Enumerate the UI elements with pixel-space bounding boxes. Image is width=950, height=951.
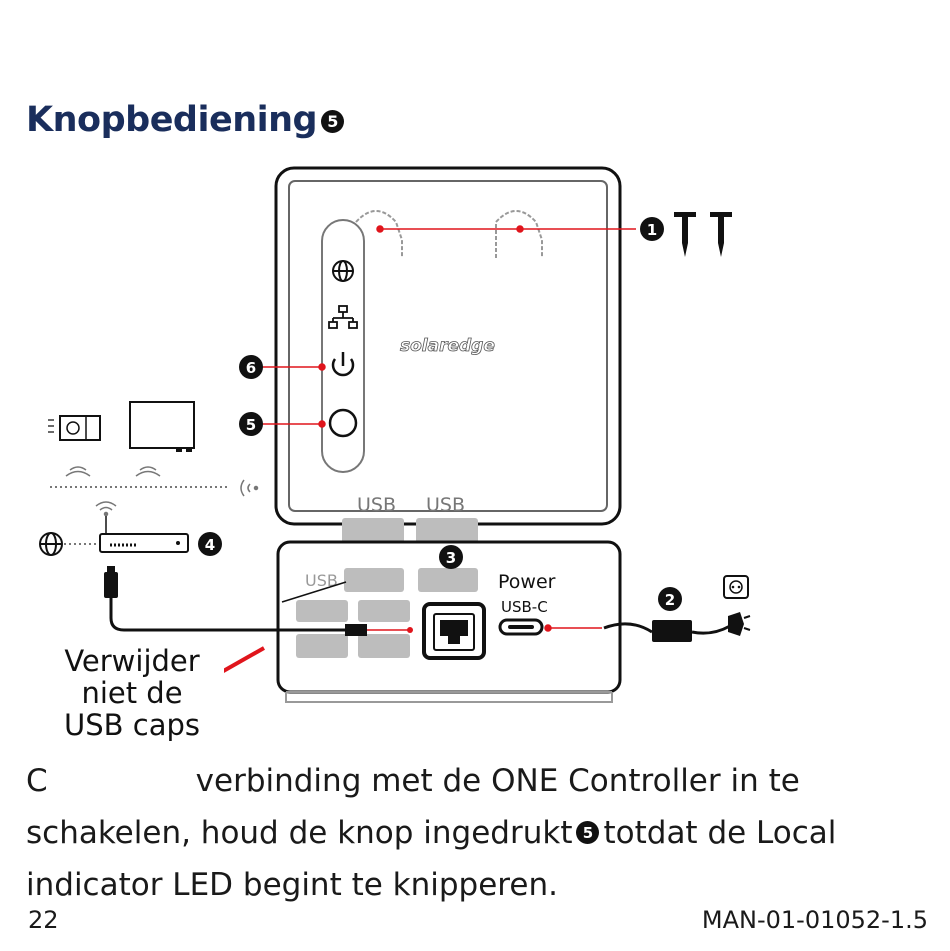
callout-4	[198, 532, 222, 556]
body-part-5: indicator LED begint te knipperen.	[26, 867, 558, 903]
callout-5	[239, 412, 263, 436]
inverter-icon	[129, 401, 195, 452]
usb-cap-bottom-2	[418, 568, 478, 592]
svg-text:6: 6	[246, 359, 256, 377]
usbc-label: USB-C	[501, 598, 548, 616]
svg-text:2: 2	[665, 591, 675, 609]
power-cable	[603, 622, 653, 634]
callout-2	[658, 587, 682, 611]
screw-icon	[674, 212, 732, 257]
usb-caps-note: Verwijder niet de USB caps	[40, 645, 224, 741]
brand-logo: solaredge	[400, 336, 495, 356]
body-part-4: totdat de Local	[603, 815, 837, 851]
internet-globe-icon	[39, 532, 63, 556]
network-icon	[328, 305, 358, 329]
globe-icon	[332, 260, 354, 282]
svg-text:4: 4	[205, 536, 215, 554]
device-diagram: solaredge USB USB USB Power USB-C	[39, 166, 751, 703]
wireless-signal-icons	[65, 466, 259, 497]
usb-bottom-label: USB	[305, 571, 338, 590]
svg-text:1: 1	[647, 221, 657, 239]
body-part-1: C	[26, 763, 48, 799]
mounting-hooks	[355, 210, 543, 258]
socket-icon	[723, 575, 749, 599]
usb-top-label-1: USB	[357, 494, 396, 516]
caps-note-line-3: USB caps	[64, 708, 200, 742]
usb-cap-bottom-4	[358, 600, 410, 622]
usb-cap-top-2	[416, 518, 478, 546]
usb-cap-bottom-3	[296, 600, 348, 622]
body-part-2: verbinding met de ONE Controller in te	[195, 763, 800, 799]
body-marker: 5	[576, 821, 600, 844]
callout-6	[239, 355, 263, 379]
usb-cap-bottom-1	[344, 568, 404, 592]
power-adapter	[652, 620, 692, 642]
power-icon	[331, 352, 355, 377]
callout-3	[439, 545, 463, 569]
document-id: MAN-01-01052-1.5	[701, 906, 928, 934]
usb-top-label-2: USB	[426, 494, 465, 516]
power-label: Power	[498, 571, 556, 593]
page-heading: Knopbediening 5	[26, 100, 345, 140]
heat-pump-icon	[48, 415, 101, 441]
usb-cap-bottom-6	[358, 634, 410, 658]
router-icon	[99, 533, 189, 553]
page-number: 22	[28, 906, 59, 934]
usb-cap-top-1	[342, 518, 404, 546]
ethernet-port	[422, 602, 486, 660]
svg-text:3: 3	[446, 549, 456, 567]
svg-text:5: 5	[246, 416, 256, 434]
plug-icon	[728, 612, 751, 636]
usb-cap-bottom-5	[296, 634, 348, 658]
leader-lines	[262, 225, 636, 632]
callout-1	[640, 217, 664, 241]
caps-pointer-black	[281, 581, 347, 603]
wifi-icon	[95, 501, 117, 517]
occluded-text	[47, 767, 196, 798]
body-part-3: schakelen, houd de knop ingedrukt	[26, 815, 573, 851]
caps-note-line-2: niet de	[81, 676, 183, 710]
button-icon	[328, 408, 358, 438]
led-strip	[321, 219, 365, 473]
heading-text: Knopbediening	[26, 100, 318, 140]
ethernet-cable	[109, 598, 345, 632]
caps-note-line-1: Verwijder	[64, 644, 200, 678]
callout-markers: 1 2 3 4 5 6	[198, 217, 682, 611]
heading-marker: 5	[321, 109, 345, 133]
